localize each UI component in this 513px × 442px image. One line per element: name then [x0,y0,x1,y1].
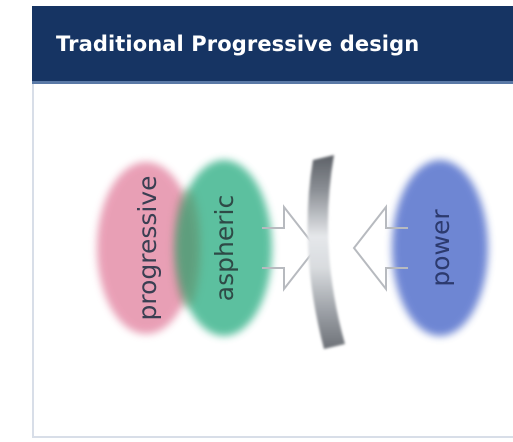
aspheric-ellipse [176,160,272,336]
progressive-ellipse [97,162,195,334]
title-bar: Traditional Progressive design [32,6,513,81]
power-label: power [426,209,455,287]
overlap-region [173,188,201,308]
left-arrow-icon [352,204,408,292]
title-underline [32,81,513,84]
aspheric-label: aspheric [210,195,239,301]
lens-shape [307,155,345,349]
progressive-label: progressive [133,175,162,320]
power-ellipse [392,160,488,336]
slide-title: Traditional Progressive design [56,31,420,56]
